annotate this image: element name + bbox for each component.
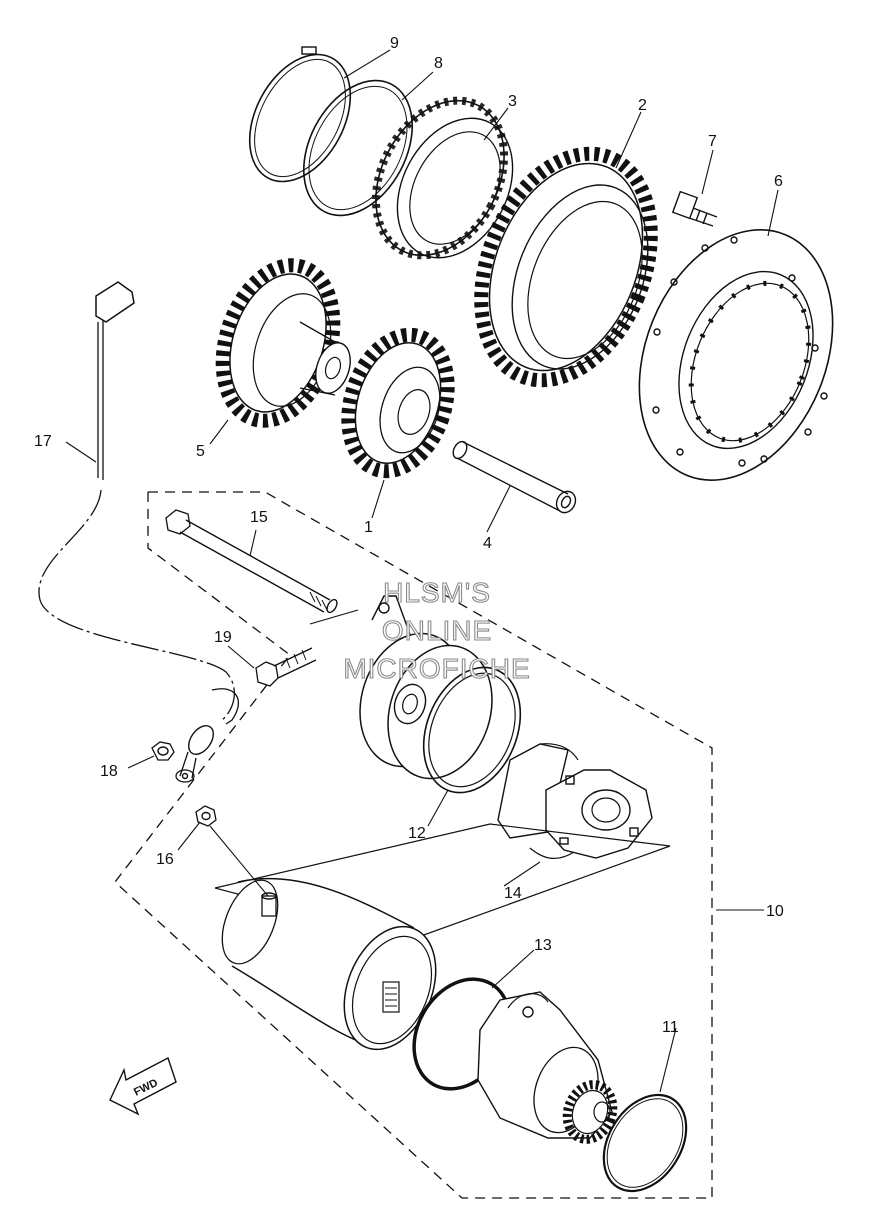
watermark: HLSM'S ONLINE MICROFICHE xyxy=(343,576,530,684)
idler-gear xyxy=(215,258,351,428)
starter-motor-body xyxy=(221,877,437,1051)
terminal-nut xyxy=(151,741,175,761)
callout-9: 9 xyxy=(390,35,399,52)
callout-10: 10 xyxy=(766,903,784,920)
callout-17: 17 xyxy=(34,433,52,450)
clutch-bolt xyxy=(671,190,718,227)
clutch-housing xyxy=(638,229,834,481)
circlip xyxy=(248,46,352,183)
through-bolt xyxy=(165,509,338,614)
callout-14: 14 xyxy=(504,885,522,902)
callout-16: 16 xyxy=(156,851,174,868)
watermark-line-2: ONLINE xyxy=(382,615,492,646)
callout-12: 12 xyxy=(408,825,426,842)
large-gear xyxy=(474,146,658,388)
callout-8: 8 xyxy=(434,55,443,72)
fwd-arrow-icon: FWD xyxy=(109,1056,177,1116)
leader-lines xyxy=(65,49,779,1093)
starter-front-cover xyxy=(359,595,493,780)
callout-7: 7 xyxy=(708,133,717,150)
o-ring-rear xyxy=(602,1093,688,1193)
callout-18: 18 xyxy=(100,763,118,780)
callout-3: 3 xyxy=(508,93,517,110)
brush-holder-set xyxy=(497,743,653,859)
mounting-bolt xyxy=(255,647,317,687)
watermark-line-3: MICROFICHE xyxy=(343,653,530,684)
callout-2: 2 xyxy=(638,97,647,114)
callout-5: 5 xyxy=(196,443,205,460)
callout-11: 11 xyxy=(662,1019,679,1036)
washer-ring xyxy=(302,79,414,217)
callouts: 1 2 3 4 5 6 7 8 9 10 11 12 13 14 15 16 1… xyxy=(34,35,784,1036)
reduction-gear xyxy=(341,327,455,479)
one-way-clutch xyxy=(371,96,514,260)
gear-shaft xyxy=(452,440,577,514)
callout-1: 1 xyxy=(364,519,373,536)
starter-rear-cover xyxy=(477,991,618,1144)
callout-13: 13 xyxy=(534,937,552,954)
callout-19: 19 xyxy=(214,629,232,646)
lead-wire xyxy=(38,281,240,783)
terminal-nut-lower xyxy=(195,805,217,827)
watermark-line-1: HLSM'S xyxy=(383,577,491,608)
callout-4: 4 xyxy=(483,535,492,552)
callout-6: 6 xyxy=(774,173,783,190)
assembly-boundary xyxy=(114,491,713,1199)
callout-15: 15 xyxy=(250,509,268,526)
